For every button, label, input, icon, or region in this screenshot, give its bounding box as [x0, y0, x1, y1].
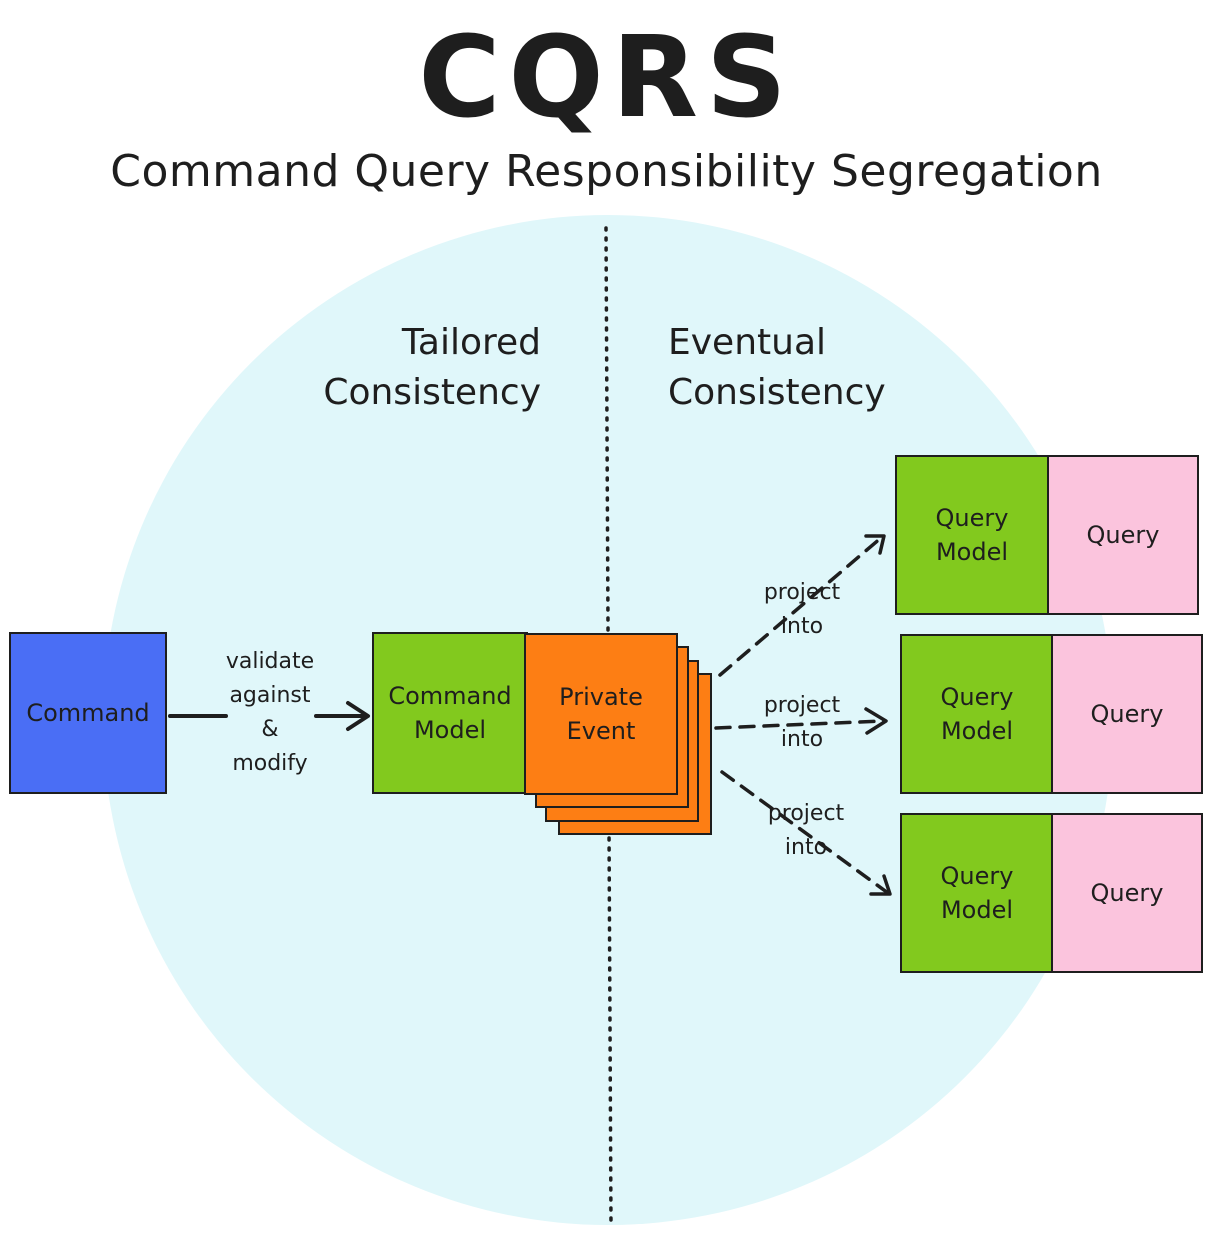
- query-1-label: Query: [1086, 521, 1160, 549]
- tailored-consistency-line-2: Consistency: [323, 372, 541, 413]
- project-arrow-1-line: [718, 535, 884, 677]
- diagram-title: CQRS: [418, 13, 795, 143]
- project-arrow-2-line: [714, 719, 886, 730]
- query-model-box-3: Query Model: [900, 813, 1054, 973]
- query-3-label: Query: [1090, 879, 1164, 907]
- project-label-2-line-2: into: [780, 727, 824, 752]
- query-box-2: Query: [1051, 634, 1203, 794]
- query-box-1: Query: [1047, 455, 1199, 615]
- query-model-1-label-line-2: Model: [935, 538, 1009, 566]
- validate-label-line-2: against: [229, 683, 311, 708]
- project-edge-label-3: project into: [744, 797, 868, 865]
- project-edge-label-1: project into: [740, 576, 864, 644]
- project-arrow-3-line: [720, 770, 890, 895]
- query-model-3-label-line-1: Query: [940, 862, 1014, 890]
- eventual-consistency-line-2: Consistency: [668, 372, 886, 413]
- query-model-box-2: Query Model: [900, 634, 1054, 794]
- command-model-box: Command Model: [372, 632, 528, 794]
- query-model-2-label-line-2: Model: [940, 717, 1014, 745]
- private-event-box: Private Event: [524, 633, 678, 795]
- project-label-3-line-2: into: [784, 835, 828, 860]
- private-event-label-line-1: Private: [559, 683, 643, 711]
- project-label-1-line-2: into: [780, 614, 824, 639]
- validate-edge-label: validate against & modify: [200, 645, 340, 781]
- command-box: Command: [9, 632, 167, 794]
- diagram-subtitle: Command Query Responsibility Segregation: [110, 146, 1103, 197]
- eventual-consistency-line-1: Eventual: [668, 322, 827, 363]
- query-model-2-label-line-1: Query: [940, 683, 1014, 711]
- project-arrow-2-head: [864, 707, 888, 735]
- command-label: Command: [26, 699, 150, 727]
- project-edge-label-2: project into: [740, 689, 864, 757]
- query-model-3-label-line-2: Model: [940, 896, 1014, 924]
- query-box-3: Query: [1051, 813, 1203, 973]
- validate-label-line-4: modify: [232, 751, 308, 776]
- validate-label-line-3: &: [261, 717, 279, 742]
- query-2-label: Query: [1090, 700, 1164, 728]
- project-arrow-3-head: [869, 874, 892, 896]
- project-arrow-1-head: [864, 534, 886, 555]
- query-model-1-label-line-1: Query: [935, 504, 1009, 532]
- tailored-consistency-heading: Tailored Consistency: [323, 318, 541, 418]
- project-label-1-line-1: project: [763, 580, 841, 605]
- command-model-label-line-2: Model: [413, 716, 487, 744]
- private-event-label-line-2: Event: [566, 717, 636, 745]
- project-label-3-line-1: project: [767, 801, 845, 826]
- validate-label-line-1: validate: [225, 649, 315, 674]
- validate-arrow-head: [346, 701, 370, 731]
- command-model-label-line-1: Command: [388, 682, 512, 710]
- query-model-box-1: Query Model: [895, 455, 1049, 615]
- project-label-2-line-1: project: [763, 693, 841, 718]
- tailored-consistency-line-1: Tailored: [401, 322, 541, 363]
- eventual-consistency-heading: Eventual Consistency: [668, 318, 886, 418]
